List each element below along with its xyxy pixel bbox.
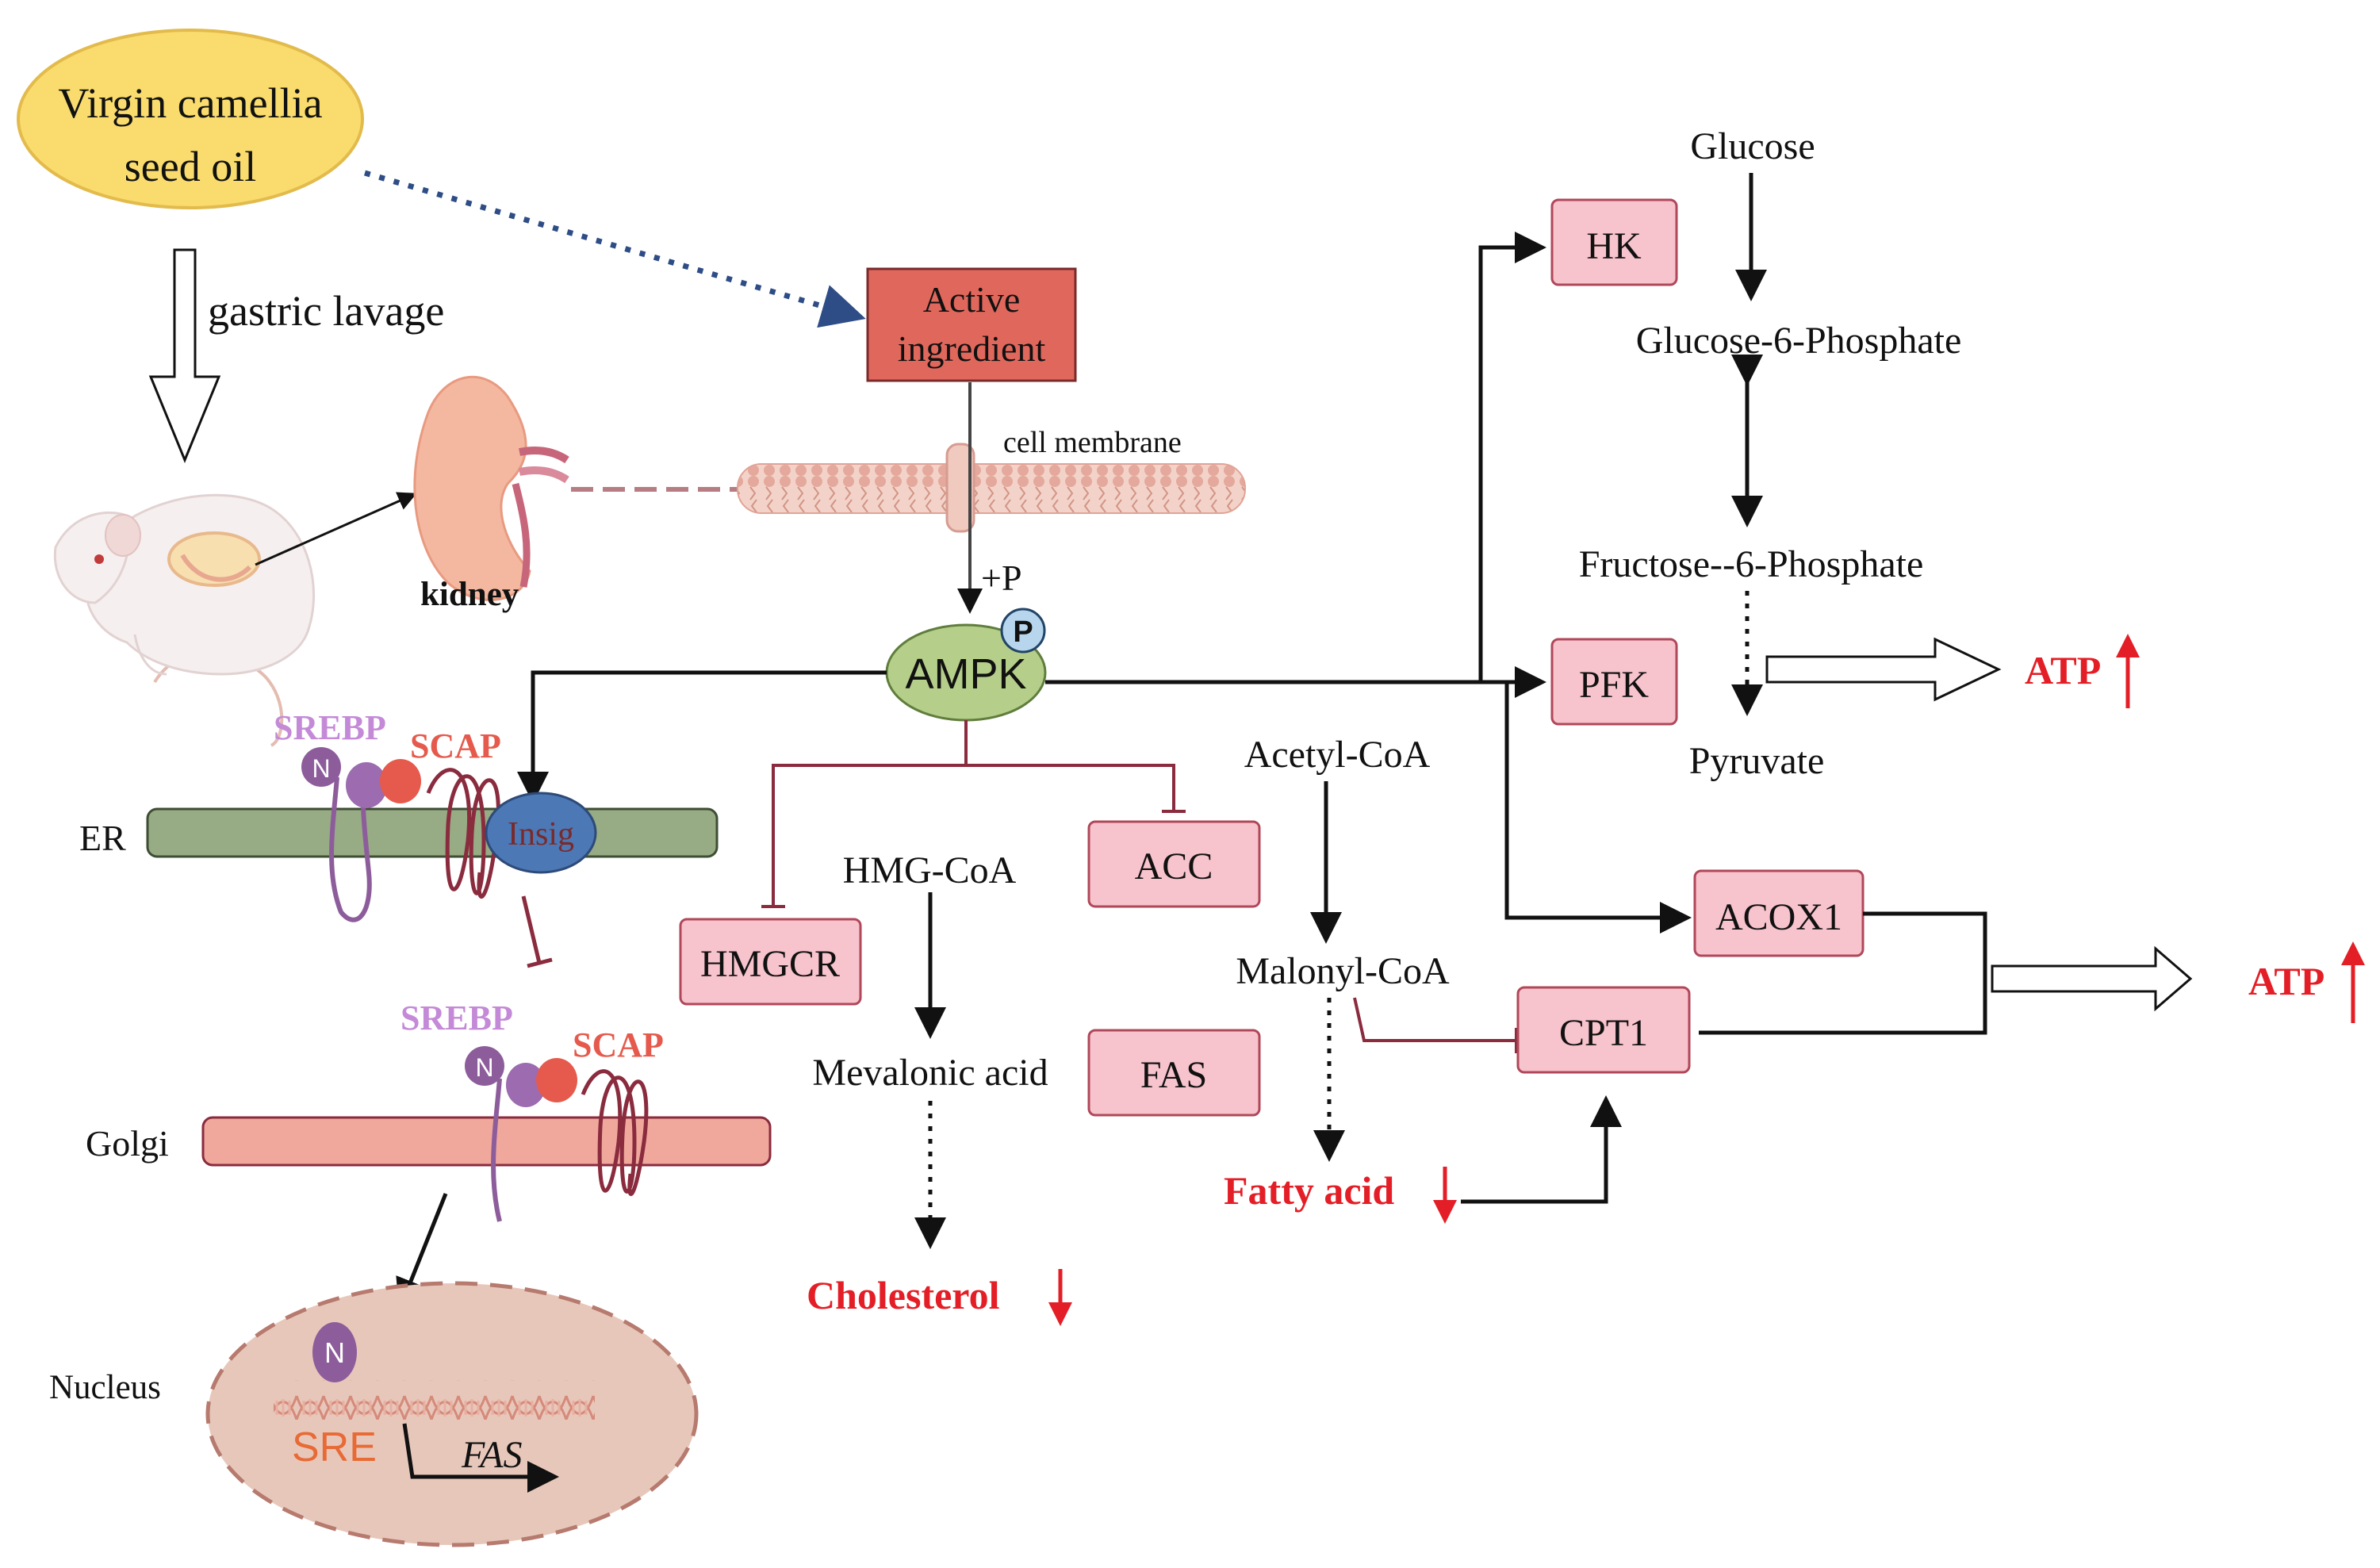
ampk-inhibit-acc (966, 764, 1175, 811)
srebp-er-n-glyph: N (312, 754, 330, 783)
ampk-inhibit-hmgcr (772, 720, 968, 907)
fatty-acid-to-cpt1-arrow (1461, 1095, 1622, 1204)
dotted-arrow-to-active (364, 170, 866, 328)
malonyl-inhibit-cpt1 (1353, 997, 1516, 1042)
srebp-er-protein: N (301, 747, 500, 922)
hmgcr-box (679, 918, 862, 1006)
nucleus-srebp-n (312, 1322, 357, 1382)
fas-label: FAS (1140, 1054, 1208, 1096)
er-membrane (146, 807, 719, 858)
fas-transcription-arrow (402, 1423, 559, 1493)
sre-label: SRE (292, 1424, 377, 1470)
acc-label: ACC (1135, 845, 1213, 888)
pfk-label: PFK (1579, 664, 1649, 706)
phospho-label: P (1013, 615, 1033, 649)
active-ingredient-box (866, 267, 1077, 382)
kidney-illustration (413, 375, 569, 601)
golgi-inhibit-bar (527, 957, 553, 968)
phospho-badge (1000, 608, 1046, 654)
fas-box (1087, 1029, 1261, 1117)
fatty-acid-label: Fatty acid (1224, 1168, 1394, 1213)
acc-box (1087, 820, 1261, 908)
rat-to-kidney-arrow (255, 492, 417, 566)
cholesterol-label: Cholesterol (807, 1273, 1000, 1317)
cpt1-label: CPT1 (1559, 1012, 1648, 1054)
atp-oxidation-label: ATP (2248, 959, 2324, 1003)
malonyl-coa-label: Malonyl-CoA (1236, 950, 1450, 992)
golgi-membrane (201, 1116, 772, 1167)
cpt1-box (1516, 986, 1691, 1074)
insig-ellipse (485, 792, 597, 874)
mevalonic-acid-label: Mevalonic acid (812, 1052, 1048, 1094)
source-label-line2: seed oil (125, 143, 256, 190)
gastric-lavage-label: gastric lavage (208, 287, 444, 335)
branch-to-acox1-line (1504, 682, 1692, 934)
scap-er-label: SCAP (410, 726, 501, 765)
glucose-6-phosphate-label: Glucose-6-Phosphate (1636, 320, 1962, 362)
er-label: ER (79, 818, 126, 858)
rat-illustration (53, 493, 315, 747)
nucleus-n-glyph: N (324, 1336, 345, 1369)
hk-label: HK (1586, 225, 1642, 267)
source-label-line1: Virgin camellia (58, 79, 322, 127)
ampk-to-insig-line (517, 670, 887, 803)
oxidation-bracket (1699, 911, 1987, 1035)
acox1-label: ACOX1 (1715, 896, 1842, 938)
fructose-6-phosphate-label: Fructose--6-Phosphate (1579, 543, 1924, 585)
glycolysis-atp-hollow-arrow (1765, 637, 2002, 702)
branch-to-hk-line (1478, 232, 1546, 682)
scap-golgi-label: SCAP (573, 1026, 664, 1064)
kidney-label: kidney (420, 576, 519, 613)
pfk-box (1550, 638, 1678, 726)
srebp-golgi-label: SREBP (400, 999, 513, 1037)
hk-box (1550, 198, 1678, 286)
atp-glycolysis-label: ATP (2025, 648, 2101, 692)
cell-membrane-label: cell membrane (1003, 426, 1182, 459)
active-ingredient-line2: ingredient (898, 328, 1046, 369)
source-ellipse (17, 29, 364, 209)
active-ingredient-line1: Active (923, 279, 1021, 320)
cell-membrane (737, 463, 1246, 514)
insig-label: Insig (508, 816, 574, 853)
dna-helix (274, 1380, 595, 1420)
hmg-coa-label: HMG-CoA (843, 849, 1017, 891)
hmgcr-label: HMGCR (700, 943, 840, 985)
fas-gene-label: FAS (461, 1434, 522, 1476)
glucose-label: Glucose (1690, 125, 1815, 167)
srebp-golgi-protein: N (465, 1046, 649, 1222)
gastric-lavage-arrow (148, 248, 221, 463)
srebp-golgi-n-glyph: N (475, 1053, 493, 1082)
oxidation-atp-hollow-arrow (1991, 945, 2193, 1012)
membrane-channel (945, 443, 975, 533)
srebp-er-label: SREBP (274, 708, 386, 747)
golgi-label: Golgi (86, 1123, 169, 1164)
acetyl-coa-label: Acetyl-CoA (1244, 734, 1431, 776)
nucleus-label: Nucleus (49, 1369, 161, 1406)
er-to-golgi-inhibit (521, 895, 542, 964)
ampk-label: AMPK (905, 650, 1026, 698)
pyruvate-label: Pyruvate (1689, 740, 1825, 782)
plus-p-label: +P (981, 558, 1022, 598)
